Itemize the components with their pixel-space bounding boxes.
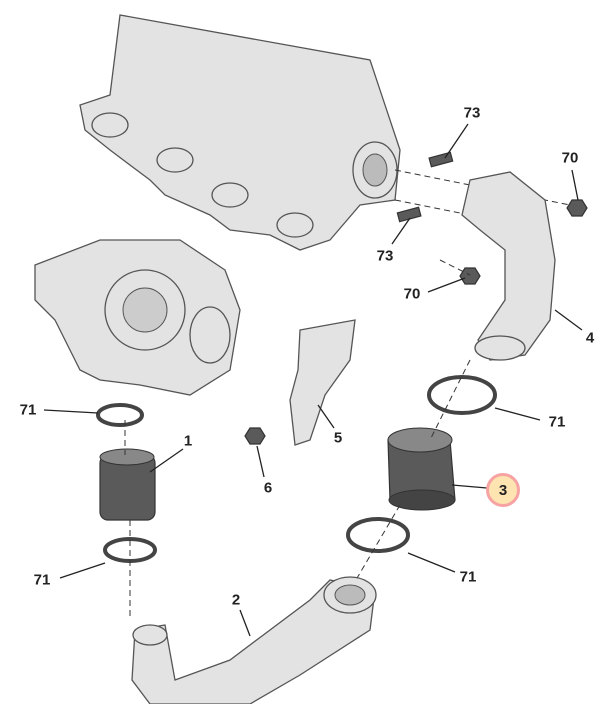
callout-71-right-lower[interactable]: 71 xyxy=(459,568,477,586)
callout-70-upper[interactable]: 70 xyxy=(561,149,579,167)
hose-3 xyxy=(387,427,456,511)
callout-5[interactable]: 5 xyxy=(333,429,343,447)
callout-4[interactable]: 4 xyxy=(585,329,595,347)
callout-1[interactable]: 1 xyxy=(183,432,193,450)
callout-73-upper[interactable]: 73 xyxy=(463,104,481,122)
leader-lines xyxy=(43,123,583,637)
callout-71-left-upper[interactable]: 71 xyxy=(19,401,37,419)
hose-1 xyxy=(99,448,156,521)
callout-70-lower[interactable]: 70 xyxy=(403,285,421,303)
studs-and-nuts xyxy=(244,151,588,445)
pipe-4 xyxy=(461,171,556,361)
callout-71-left-lower[interactable]: 71 xyxy=(33,571,51,589)
heat-shield-5 xyxy=(289,319,356,446)
hose-clamps xyxy=(96,359,497,620)
exhaust-manifold xyxy=(79,14,401,251)
callout-73-lower[interactable]: 73 xyxy=(376,247,394,265)
pipe-2 xyxy=(131,576,377,704)
callout-71-right-upper[interactable]: 71 xyxy=(548,413,566,431)
turbocharger xyxy=(34,239,241,396)
callout-3-highlighted[interactable]: 3 xyxy=(486,473,520,507)
callout-6[interactable]: 6 xyxy=(263,479,273,497)
callout-2[interactable]: 2 xyxy=(231,591,241,609)
